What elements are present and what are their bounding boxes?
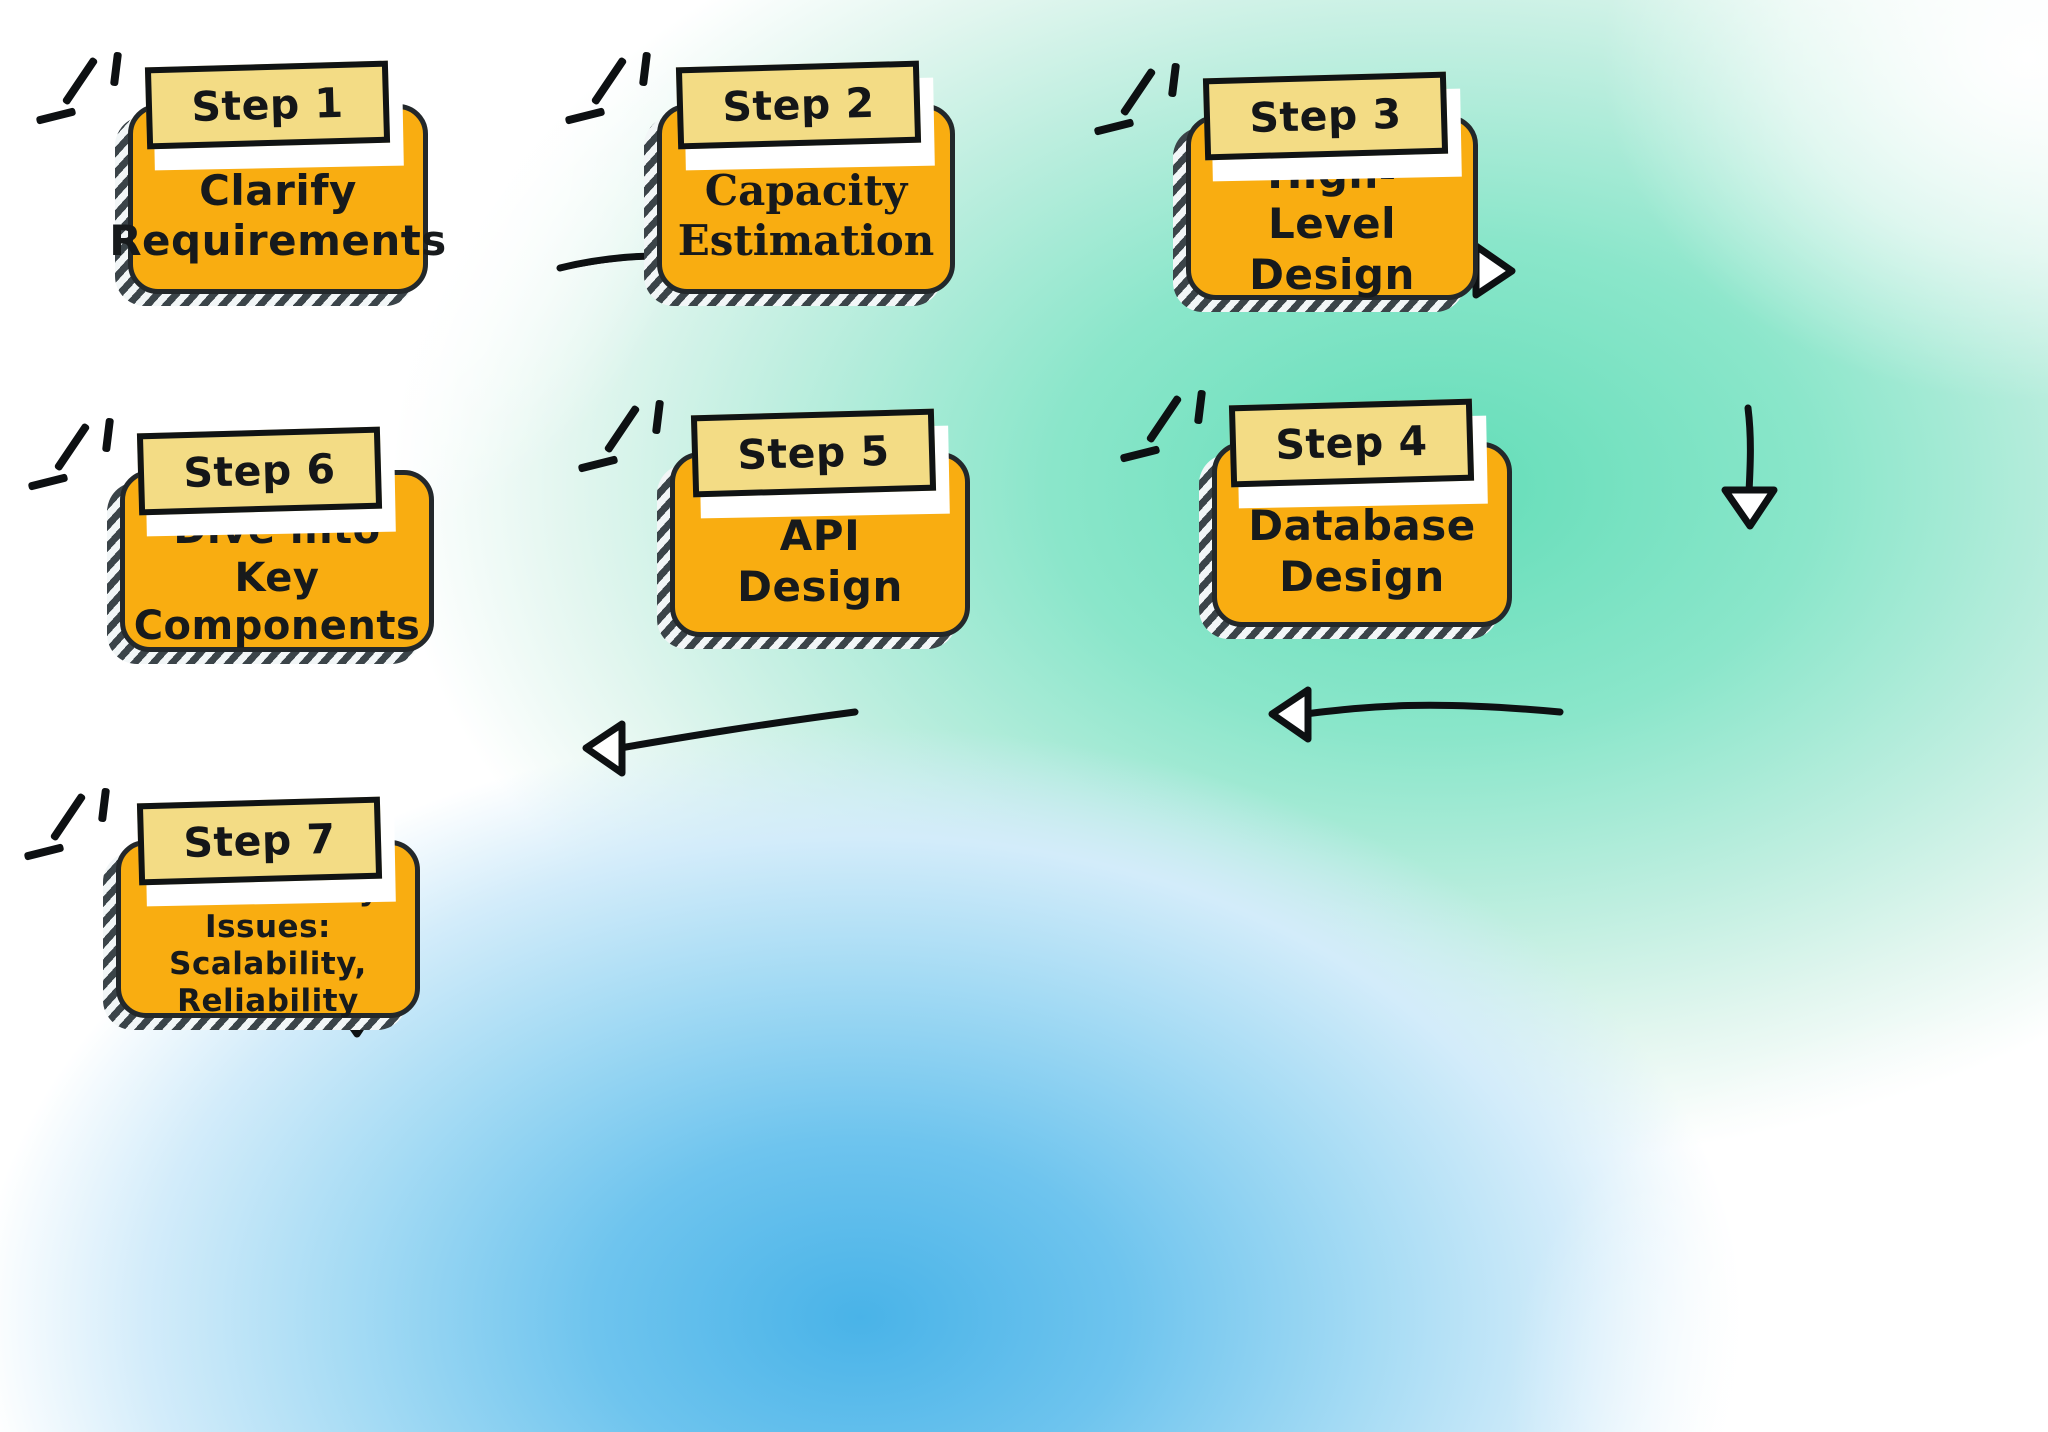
node-step-tab[interactable]: Step 6 xyxy=(136,426,383,516)
sparkle-stroke xyxy=(97,787,111,823)
sparkle-stroke xyxy=(1167,62,1181,98)
node-body-label: Clarify Requirements xyxy=(109,165,447,265)
sparkle-stroke xyxy=(590,56,628,106)
node-step-tab[interactable]: Step 4 xyxy=(1228,398,1475,488)
sparkle-stroke xyxy=(603,404,641,454)
flow-node-step7[interactable]: Address Key Issues: Scalability, Reliabi… xyxy=(23,787,420,1030)
node-step-tab-label: Step 1 xyxy=(190,78,345,132)
node-step-tab-label: Step 7 xyxy=(182,814,337,868)
sparkle-icon xyxy=(1093,62,1194,159)
node-step-tab-label: Step 4 xyxy=(1274,416,1429,470)
flow-node-step2[interactable]: Capacity Estimation Step 2 xyxy=(564,51,955,306)
sparkle-stroke xyxy=(1193,389,1207,425)
node-step-tab-label: Step 5 xyxy=(736,426,891,480)
sparkle-icon xyxy=(1119,389,1220,486)
node-step-tab[interactable]: Step 5 xyxy=(690,408,937,498)
sparkle-stroke xyxy=(49,792,87,842)
flow-node-step5[interactable]: API Design Step 5 xyxy=(577,399,970,649)
flow-node-step4[interactable]: Database Design Step 4 xyxy=(1119,389,1512,639)
node-body-label: API Design xyxy=(737,511,903,611)
edge-step5-step6 xyxy=(582,708,859,777)
node-step-tab[interactable]: Step 1 xyxy=(144,60,391,150)
sparkle-stroke xyxy=(53,422,91,472)
sparkle-stroke xyxy=(101,417,115,453)
node-step-tab-label: Step 2 xyxy=(721,78,876,132)
node-body-label: Capacity Estimation xyxy=(677,165,935,265)
sparkle-stroke xyxy=(651,399,665,435)
sparkle-icon xyxy=(23,787,124,884)
node-step-tab-label: Step 3 xyxy=(1248,89,1403,143)
node-step-tab[interactable]: Step 7 xyxy=(136,796,383,886)
sparkle-stroke xyxy=(1119,67,1157,117)
sparkle-stroke xyxy=(109,51,123,87)
node-step-tab[interactable]: Step 3 xyxy=(1202,71,1449,161)
flow-node-step1[interactable]: Clarify Requirements Step 1 xyxy=(35,51,446,306)
node-body-label: Database Design xyxy=(1248,501,1476,601)
sparkle-stroke xyxy=(638,51,652,87)
sparkle-stroke xyxy=(61,56,99,106)
node-step-tab[interactable]: Step 2 xyxy=(675,60,922,150)
sparkle-icon xyxy=(27,417,128,514)
sparkle-icon xyxy=(577,399,678,496)
node-step-tab-label: Step 6 xyxy=(182,444,337,498)
sparkle-stroke xyxy=(1145,394,1183,444)
sparkle-icon xyxy=(564,51,665,148)
sparkle-icon xyxy=(35,51,136,148)
edge-step4-step5 xyxy=(1268,686,1564,743)
edge-step3-step4 xyxy=(1721,404,1778,530)
